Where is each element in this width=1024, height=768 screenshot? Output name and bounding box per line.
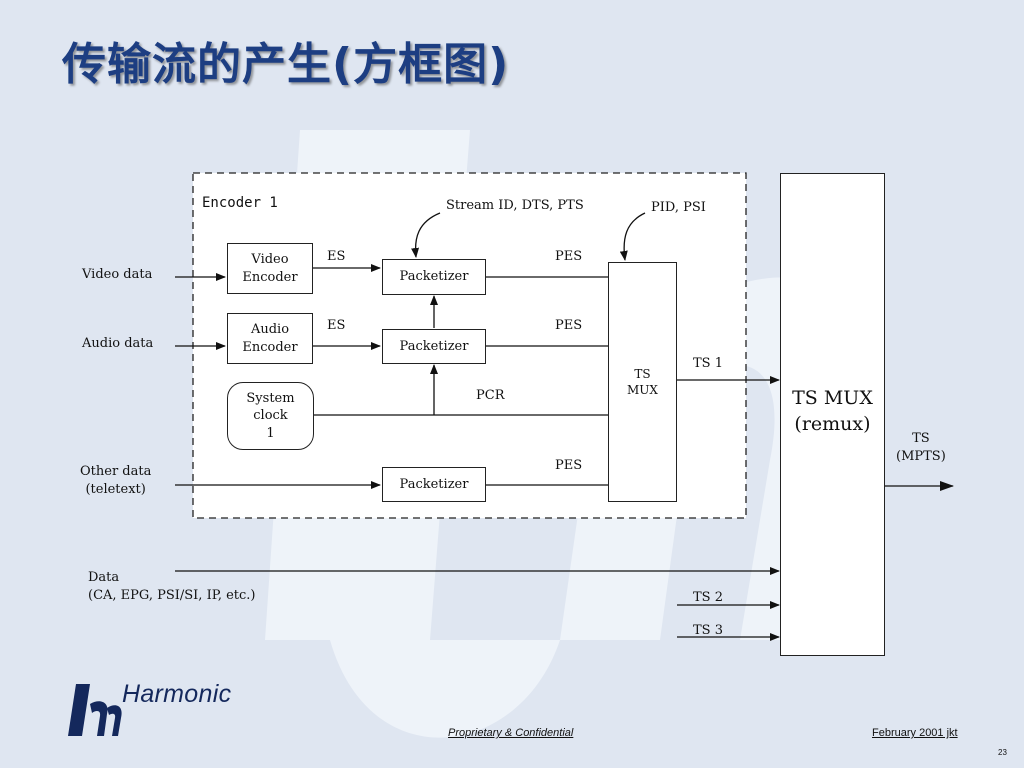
- audio-encoder-block: Audio Encoder: [227, 313, 313, 364]
- pid-psi-label: PID, PSI: [651, 200, 706, 215]
- page-number: 23: [998, 748, 1007, 757]
- ts-mpts-label: TS (MPTS): [896, 431, 946, 465]
- pes-video-label: PES: [555, 249, 583, 264]
- ts-mux-block: TS MUX: [608, 262, 677, 502]
- ts2-label: TS 2: [693, 590, 723, 605]
- other-data-label: Other data (teletext): [80, 464, 152, 498]
- es-video-label: ES: [327, 249, 346, 264]
- video-encoder-block: Video Encoder: [227, 243, 313, 294]
- video-data-label: Video data: [82, 267, 153, 282]
- ts3-label: TS 3: [693, 623, 723, 638]
- footer-confidential: Proprietary & Confidential: [448, 727, 574, 739]
- audio-data-label: Audio data: [82, 336, 154, 351]
- pes-audio-label: PES: [555, 318, 583, 333]
- stream-id-arrow: [411, 212, 441, 258]
- system-clock-block: System clock 1: [227, 382, 314, 450]
- pcr-label: PCR: [476, 388, 505, 403]
- ts-mux-remux-block: TS MUX (remux): [780, 173, 885, 656]
- stream-id-label: Stream ID, DTS, PTS: [446, 198, 584, 213]
- es-audio-label: ES: [327, 318, 346, 333]
- harmonic-logo-icon: [68, 684, 122, 736]
- ts1-label: TS 1: [693, 356, 723, 371]
- slide-title: 传输流的产生(方框图): [62, 39, 510, 90]
- footer-date: February 2001 jkt: [872, 727, 958, 739]
- packetizer-video-block: Packetizer: [382, 259, 486, 295]
- harmonic-logo-text: Harmonic: [122, 680, 232, 708]
- pes-other-label: PES: [555, 458, 583, 473]
- encoder-1-label: Encoder 1: [202, 195, 278, 211]
- data-input-label: Data (CA, EPG, PSI/SI, IP, etc.): [88, 570, 256, 604]
- packetizer-audio-block: Packetizer: [382, 329, 486, 364]
- packetizer-other-block: Packetizer: [382, 467, 486, 502]
- pid-psi-arrow: [619, 212, 646, 261]
